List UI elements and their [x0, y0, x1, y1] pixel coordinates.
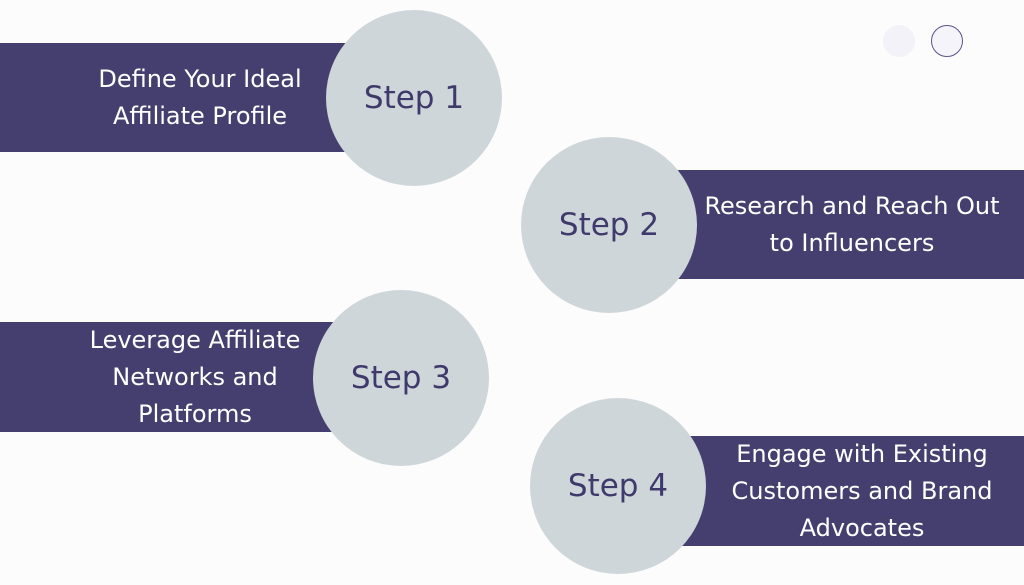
step-4-description-line: Customers and Brand [731, 476, 993, 505]
step-4-circle: Step 4 [530, 398, 706, 574]
step-3-description-line: Networks and [112, 362, 278, 391]
step-2-band: Research and Reach Out to Influencers [624, 170, 1024, 279]
step-4-description: Engage with Existing Customers and Brand… [702, 436, 1022, 547]
step-2-description-line: Research and Reach Out [704, 191, 1000, 220]
decorative-dot-outlined [931, 25, 963, 57]
step-4-label: Step 4 [567, 468, 669, 504]
step-3-description-line: Platforms [138, 399, 252, 428]
step-4-description-line: Engage with Existing [736, 439, 988, 468]
step-1-description-line: Affiliate Profile [112, 101, 288, 130]
step-2-label: Step 2 [558, 207, 660, 243]
step-2-description-line: to Influencers [769, 228, 935, 257]
step-3-circle: Step 3 [313, 290, 489, 466]
step-1-description-line: Define Your Ideal [98, 64, 302, 93]
step-1-label: Step 1 [363, 80, 465, 116]
step-3-description: Leverage Affiliate Networks and Platform… [30, 322, 360, 433]
step-4-description-line: Advocates [799, 513, 925, 542]
step-1-circle: Step 1 [326, 10, 502, 186]
step-3-description-line: Leverage Affiliate [89, 325, 301, 354]
step-3-label: Step 3 [350, 360, 452, 396]
decorative-dot-light [883, 25, 915, 57]
step-2-circle: Step 2 [521, 137, 697, 313]
step-2-description: Research and Reach Out to Influencers [682, 188, 1022, 262]
step-1-description: Define Your Ideal Affiliate Profile [44, 61, 356, 135]
